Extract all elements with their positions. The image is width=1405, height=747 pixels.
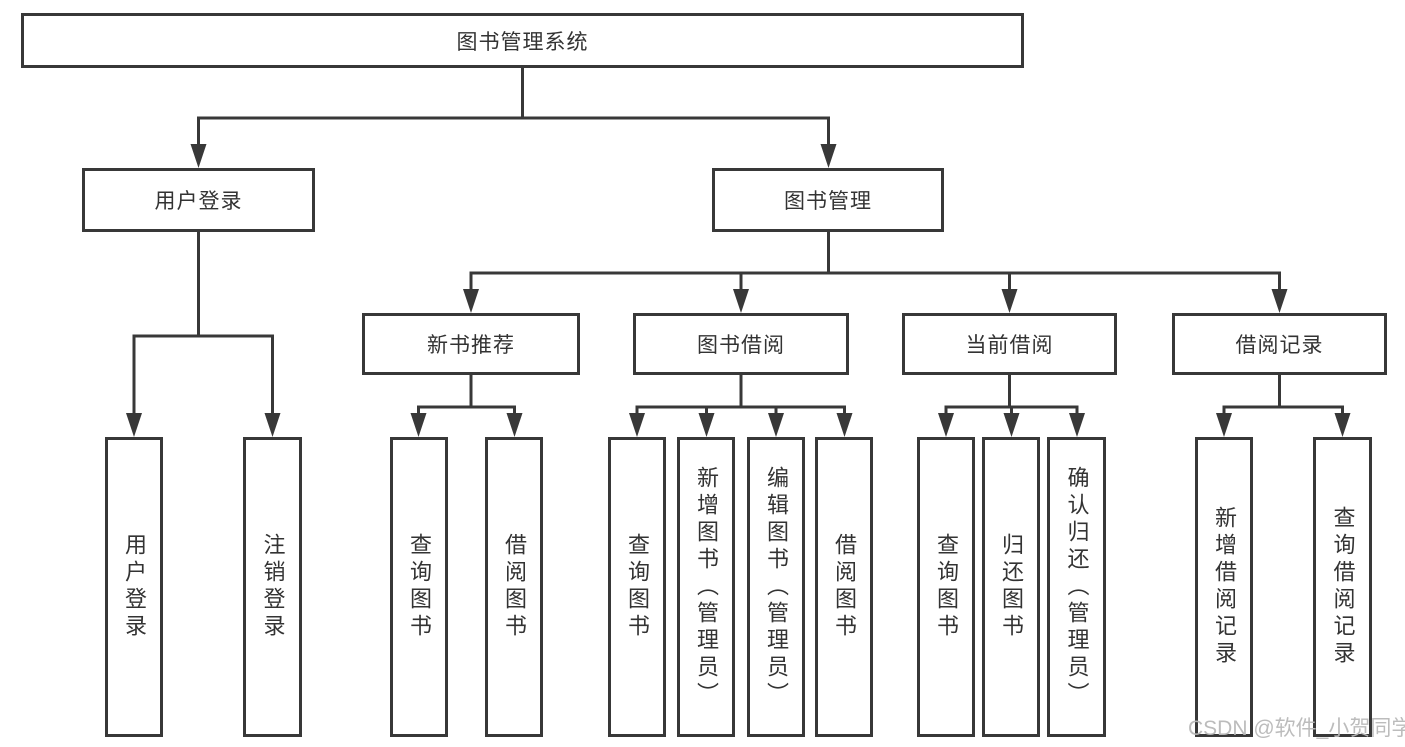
leaf-query-books-borrow: 查询图书 bbox=[608, 437, 666, 737]
edge-login-branch bbox=[132, 334, 274, 413]
node-borrow-records: 借阅记录 bbox=[1172, 313, 1387, 375]
node-label: 当前借阅 bbox=[965, 334, 1054, 357]
node-system-root: 图书管理系统 bbox=[21, 13, 1024, 68]
leaf-confirm-return-admin: 确认归还（管理员） bbox=[1047, 437, 1106, 737]
arrow-down-icon bbox=[1334, 413, 1351, 437]
arrow-down-icon bbox=[1001, 289, 1018, 313]
arrow-down-icon bbox=[1216, 413, 1232, 437]
leaf-logout: 注销登录 bbox=[243, 437, 302, 737]
arrow-down-icon bbox=[506, 413, 523, 437]
arrow-down-icon bbox=[410, 413, 427, 437]
arrow-down-icon bbox=[1271, 289, 1288, 313]
node-label: 查询图书 bbox=[934, 533, 959, 641]
arrow-down-icon bbox=[463, 289, 479, 313]
leaf-add-borrow-record: 新增借阅记录 bbox=[1195, 437, 1253, 737]
arrowheads bbox=[126, 144, 1351, 437]
leaf-query-borrow-record: 查询借阅记录 bbox=[1313, 437, 1372, 737]
leaf-query-books-current: 查询图书 bbox=[917, 437, 975, 737]
arrow-down-icon bbox=[264, 413, 281, 437]
edge-mgmt-branch bbox=[469, 271, 1281, 289]
node-label: 查询图书 bbox=[407, 533, 432, 641]
node-label: 归还图书 bbox=[999, 533, 1024, 641]
leaf-add-book-admin: 新增图书（管理员） bbox=[677, 437, 735, 737]
leaf-borrow-books-recommend: 借阅图书 bbox=[485, 437, 543, 737]
node-book-borrow: 图书借阅 bbox=[633, 313, 849, 375]
node-label: 借阅图书 bbox=[502, 533, 527, 641]
arrow-down-icon bbox=[126, 413, 142, 437]
node-label: 查询借阅记录 bbox=[1330, 506, 1356, 668]
arrow-down-icon bbox=[768, 413, 784, 437]
node-label: 借阅记录 bbox=[1235, 334, 1324, 357]
node-label: 图书借阅 bbox=[697, 334, 785, 357]
node-label: 图书管理 bbox=[784, 190, 872, 213]
arrow-down-icon bbox=[1003, 413, 1020, 437]
node-label: 用户登录 bbox=[122, 533, 147, 641]
node-label: 新增图书（管理员） bbox=[694, 465, 719, 709]
arrow-down-icon bbox=[733, 289, 749, 313]
node-label: 图书管理系统 bbox=[456, 30, 589, 54]
node-current-borrow: 当前借阅 bbox=[902, 313, 1117, 375]
leaf-edit-book-admin: 编辑图书（管理员） bbox=[747, 437, 805, 737]
edge-root-branch bbox=[197, 116, 830, 144]
node-label: 用户登录 bbox=[154, 190, 243, 213]
arrow-down-icon bbox=[629, 413, 645, 437]
arrow-down-icon bbox=[836, 413, 853, 437]
node-label: 新增借阅记录 bbox=[1212, 506, 1237, 668]
leaf-user-login: 用户登录 bbox=[105, 437, 163, 737]
arrow-down-icon bbox=[190, 144, 207, 168]
node-label: 新书推荐 bbox=[427, 334, 515, 357]
csdn-watermark: CSDN @软件_小贺同学 bbox=[1188, 717, 1405, 740]
node-new-book-recommend: 新书推荐 bbox=[362, 313, 580, 375]
node-label: 注销登录 bbox=[260, 533, 286, 641]
leaf-borrow-books: 借阅图书 bbox=[815, 437, 873, 737]
node-label: 确认归还（管理员） bbox=[1064, 465, 1090, 709]
node-user-login: 用户登录 bbox=[82, 168, 315, 232]
leaf-query-books-recommend: 查询图书 bbox=[390, 437, 448, 737]
node-label: 编辑图书（管理员） bbox=[764, 465, 789, 709]
arrow-down-icon bbox=[1069, 413, 1085, 437]
arrow-down-icon bbox=[698, 413, 715, 437]
arrow-down-icon bbox=[820, 144, 837, 168]
arrow-down-icon bbox=[938, 413, 954, 437]
leaf-return-book: 归还图书 bbox=[982, 437, 1040, 737]
node-label: 查询图书 bbox=[625, 533, 650, 641]
node-label: 借阅图书 bbox=[832, 533, 857, 641]
node-book-management: 图书管理 bbox=[712, 168, 944, 232]
